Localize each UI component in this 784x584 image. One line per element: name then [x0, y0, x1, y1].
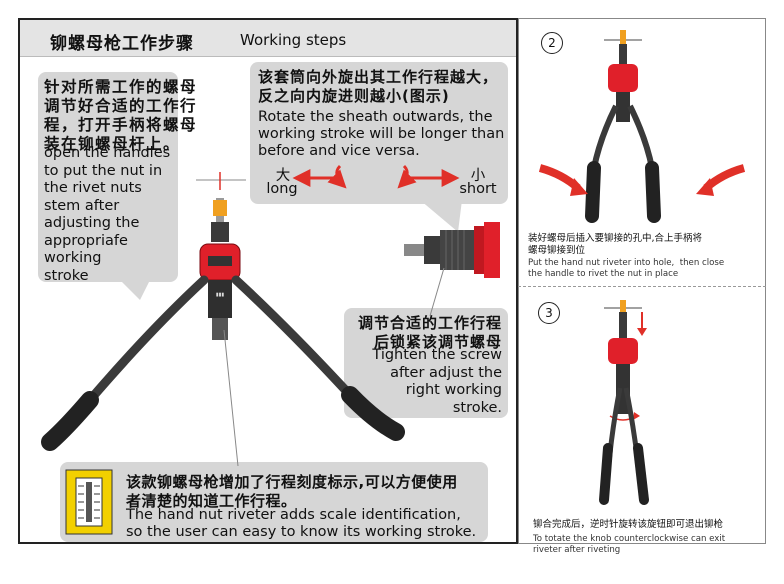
screw-text-cn: 调节合适的工作行程 后锁紧该调节螺母	[357, 314, 502, 351]
step-3-text-cn: 铆合完成后，逆时针旋转该旋钮即可退出铆枪	[533, 519, 724, 530]
title-en: Working steps	[240, 31, 347, 49]
rivet-stem	[211, 198, 229, 242]
sheath-text-en: Rotate the sheath outwards, the working …	[258, 109, 505, 159]
short-label-en: short	[459, 181, 497, 197]
title-cn: 铆螺母枪工作步骤	[50, 34, 194, 54]
left-handle	[41, 275, 209, 451]
rotation-arrows	[292, 164, 460, 189]
long-label-en: long	[266, 181, 298, 197]
handles-text-cn: 针对所需工作的螺母 调节好合适的工作行 程，打开手柄将螺母 装在铆螺母杆上。	[44, 78, 198, 153]
right-handle	[231, 275, 405, 441]
short-label-cn: 小	[470, 168, 486, 184]
step-3-number: 3	[538, 302, 560, 324]
step-divider	[518, 286, 766, 287]
header-bar: 铆螺母枪工作步骤 Working steps	[20, 20, 516, 57]
scale-text-en: The hand nut riveter adds scale identifi…	[126, 507, 477, 540]
screw-text-en: Tighten the screw after adjust the right…	[372, 347, 502, 416]
step-2-text-en: Put the hand nut riveter into hole, then…	[528, 258, 725, 279]
step-2-number: 2	[541, 32, 563, 54]
step-3-illustration	[599, 300, 649, 505]
scale-icon	[65, 469, 113, 535]
riveter-head: ▮▮▮	[199, 243, 241, 340]
bubble-handles	[38, 72, 178, 282]
long-label-cn: 大	[275, 168, 291, 184]
sheath-detail	[404, 222, 500, 317]
sheath-text-cn: 该套筒向外旋出其工作行程越大， 反之向内旋进则越小(图示)	[258, 68, 499, 105]
bubble-screw	[344, 308, 508, 418]
scale-text-cn: 该款铆螺母枪增加了行程刻度标示,可以方便使用 者清楚的知道工作行程。	[126, 473, 458, 510]
step-2-illustration	[538, 30, 746, 223]
stroke-gauge-marker	[196, 172, 246, 190]
handles-text-en: open the handles to put the nut in the r…	[44, 145, 171, 284]
step-3-text-en: To totate the knob counterclockwise can …	[533, 534, 726, 555]
svg-text:▮▮▮: ▮▮▮	[216, 292, 225, 298]
step-2-text-cn: 装好螺母后插入要铆接的孔中,合上手柄将 螺母铆接到位	[528, 233, 703, 256]
bubble-scale	[60, 462, 488, 542]
